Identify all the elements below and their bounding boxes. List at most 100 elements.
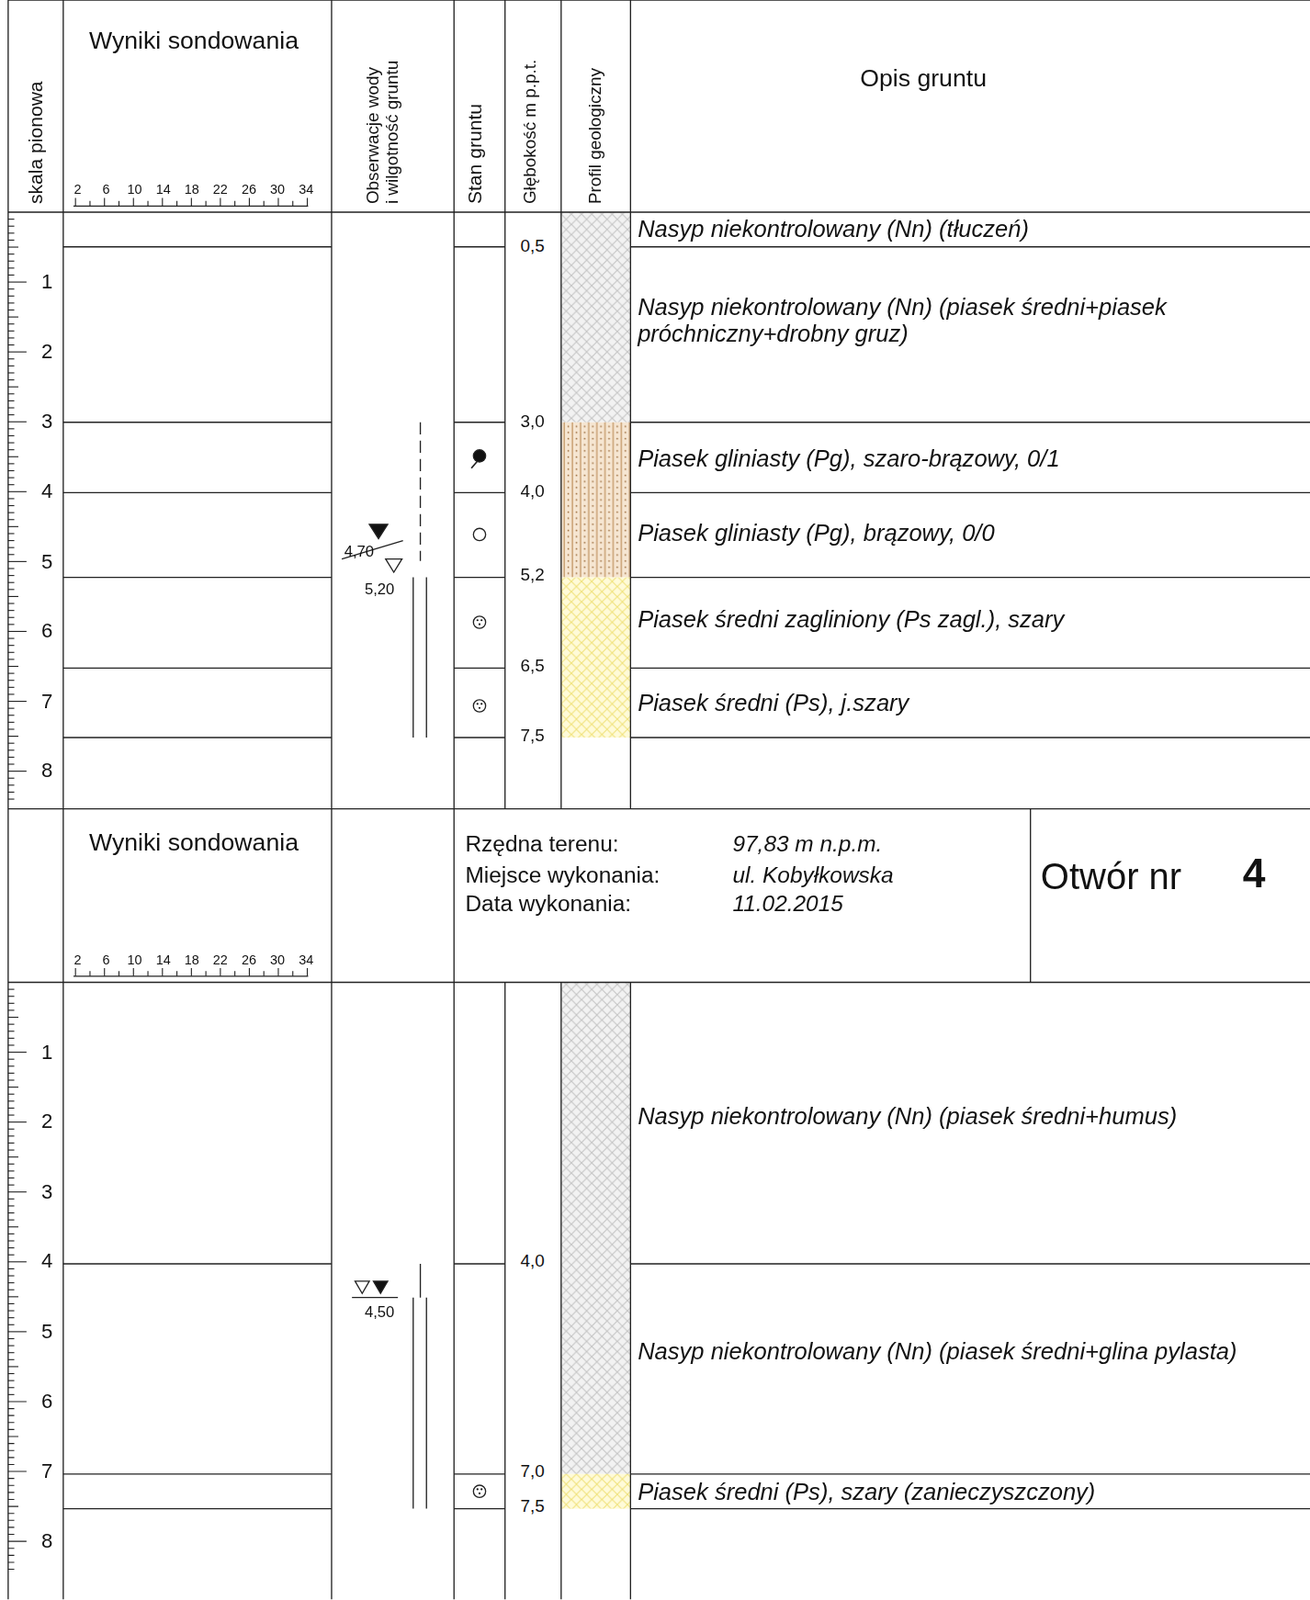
soil-description: Piasek gliniasty (Pg), brązowy, 0/0 (637, 519, 995, 546)
scale-tick (8, 1163, 15, 1165)
scale-tick (8, 1450, 15, 1452)
scale-tick (8, 428, 15, 430)
scale-tick (8, 1094, 15, 1096)
depth-scale-number: 1 (41, 270, 53, 294)
scale-tick (8, 456, 19, 458)
scale-tick (8, 735, 19, 737)
scale-tick (8, 1408, 15, 1410)
depth-scale-number: 3 (41, 1180, 53, 1205)
scale-tick (8, 497, 15, 499)
scale-number: 30 (270, 952, 285, 969)
scale-tick (8, 1100, 15, 1102)
info-key: Rzędna terenu: (464, 832, 619, 859)
scale-tick (8, 1150, 15, 1152)
scale-tick (8, 1009, 15, 1011)
scale-tick (8, 700, 27, 702)
scale-number: 22 (213, 181, 228, 198)
scale-tick (8, 617, 15, 619)
scale-tick (8, 1422, 15, 1423)
depth-value: 7,5 (518, 726, 547, 747)
scale-tick (8, 1310, 15, 1312)
scale-tick (8, 532, 15, 534)
scale-tick (176, 971, 178, 977)
scale-tick (8, 561, 27, 563)
info-key: Data wykonania: (464, 891, 632, 917)
scale-number: 26 (241, 181, 257, 198)
depth-scale-number: 3 (41, 409, 53, 434)
depth-value: 0,5 (518, 237, 547, 258)
scale-tick (191, 968, 192, 977)
scale-tick (8, 1456, 15, 1458)
soil-description: Nasyp niekontrolowany (Nn) (tłuczeń) (637, 214, 1029, 242)
scale-tick (263, 971, 265, 977)
info-value: 11.02.2015 (732, 891, 843, 917)
scale-tick (75, 197, 77, 206)
depth-scale-number: 4 (41, 480, 53, 505)
scale-tick (8, 1499, 15, 1501)
depth-scale-number: 6 (41, 620, 53, 644)
scale-tick (8, 1435, 19, 1437)
scale-tick (8, 1338, 15, 1340)
depth-value: 5,2 (518, 565, 547, 587)
water-level: 5,20 (364, 580, 395, 599)
scale-tick (8, 728, 15, 730)
scale-tick (176, 201, 178, 207)
scale-tick (205, 971, 207, 977)
scale-tick (8, 1247, 15, 1249)
scale-tick (8, 1520, 15, 1522)
scale-tick (8, 1065, 15, 1067)
scale-tick (8, 1114, 15, 1116)
scale-tick (8, 365, 15, 367)
scale-tick (8, 1526, 15, 1528)
scale-tick (8, 323, 15, 325)
scale-tick (8, 1296, 19, 1298)
scale-tick (8, 778, 15, 780)
scale-tick (8, 652, 15, 654)
scale-tick (8, 708, 15, 710)
soil-description: Piasek średni (Ps), szary (zanieczyszczo… (637, 1478, 1096, 1505)
scale-tick (8, 421, 27, 423)
scale-tick (8, 553, 15, 555)
scale-tick (8, 1198, 15, 1200)
scale-tick (8, 1359, 15, 1361)
scale-tick (8, 1317, 15, 1319)
depth-scale-number: 6 (41, 1389, 53, 1414)
depth-value: 6,5 (518, 656, 547, 678)
scale-number: 26 (241, 952, 257, 969)
scale-tick (118, 201, 120, 207)
scale-tick (191, 197, 192, 206)
scale-tick (8, 316, 19, 318)
scale-tick (292, 201, 294, 207)
depth-scale-number: 4 (41, 1250, 53, 1275)
depth-scale-number: 8 (41, 759, 53, 784)
scale-tick (8, 609, 15, 611)
scale-tick (8, 575, 15, 576)
scale-tick (8, 267, 15, 269)
scale-tick (8, 1038, 15, 1039)
scale-tick (161, 197, 163, 206)
water-level: 4,70 (344, 542, 374, 561)
scale-tick (8, 714, 15, 716)
scale-tick (8, 756, 15, 758)
scale-tick (8, 540, 15, 542)
scale-number: 10 (127, 952, 143, 969)
depth-scale-number: 5 (41, 550, 53, 575)
scale-tick (8, 463, 15, 464)
borehole-title: Otwór nr (1040, 856, 1182, 899)
scale-tick (8, 693, 15, 695)
scale-tick (89, 201, 91, 207)
scale-tick (248, 197, 250, 206)
scale-tick (8, 477, 15, 479)
scale-number: 34 (298, 952, 314, 969)
depth-scale-number: 8 (41, 1529, 53, 1554)
scale-tick (234, 971, 236, 977)
soil-description: Nasyp niekontrolowany (Nn) (piasek średn… (637, 293, 1291, 349)
scale-tick (8, 1324, 15, 1326)
scale-tick (8, 1016, 19, 1018)
scale-tick (8, 1233, 15, 1235)
scale-tick (118, 971, 120, 977)
depth-scale-number: 7 (41, 689, 53, 714)
scale-tick (8, 1491, 15, 1493)
scale-number: 10 (127, 181, 143, 198)
scale-tick (8, 1191, 27, 1193)
